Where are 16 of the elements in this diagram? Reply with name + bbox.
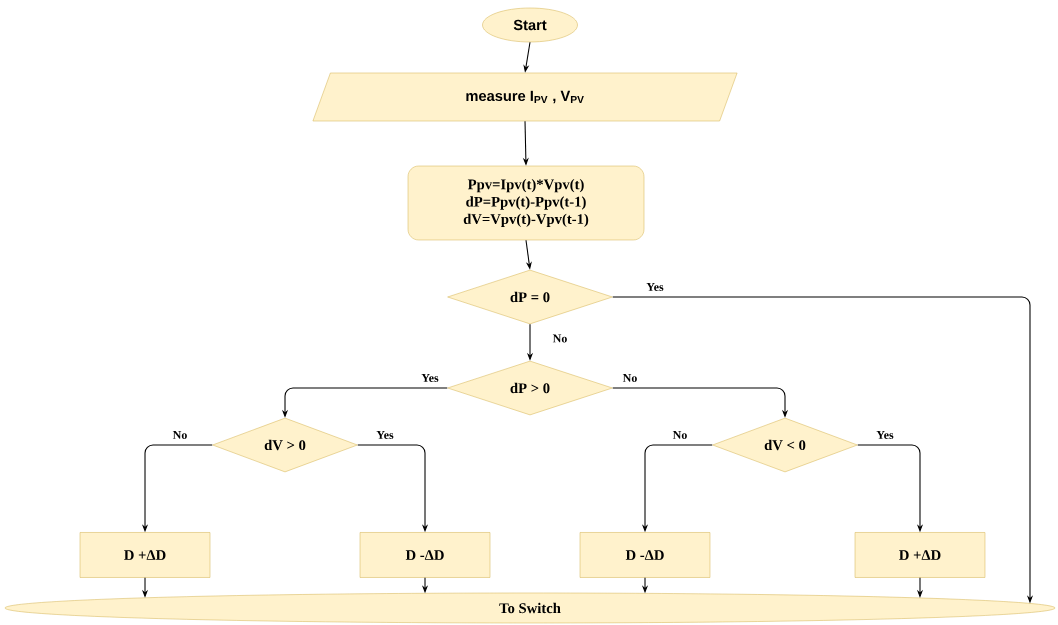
edge-label: No [621, 372, 639, 384]
edge-label: Yes [375, 429, 395, 441]
process-box: D -ΔD [579, 532, 711, 578]
edge-label: No [551, 333, 569, 344]
edge-label: Yes [420, 372, 440, 384]
process-box: D +ΔD [79, 532, 211, 578]
start-terminal: Start [482, 7, 578, 43]
edge-label: Yes [645, 281, 665, 293]
process-box: Ppv=Ipv(t)*Vpv(t) dP=Ppv(t)-Ppv(t-1) dV=Vpv(t)-Vpv(t-1) [407, 165, 645, 241]
process-box: D +ΔD [854, 532, 986, 578]
process-box: D -ΔD [359, 532, 491, 578]
end-terminal: To Switch [4, 592, 1056, 624]
edge-label: Yes [875, 429, 895, 441]
input-parallelogram: measure I$_{PV}$ , V$_{PV}$ [312, 72, 738, 122]
edge-label: No [171, 429, 189, 441]
edge-label: No [671, 429, 689, 441]
